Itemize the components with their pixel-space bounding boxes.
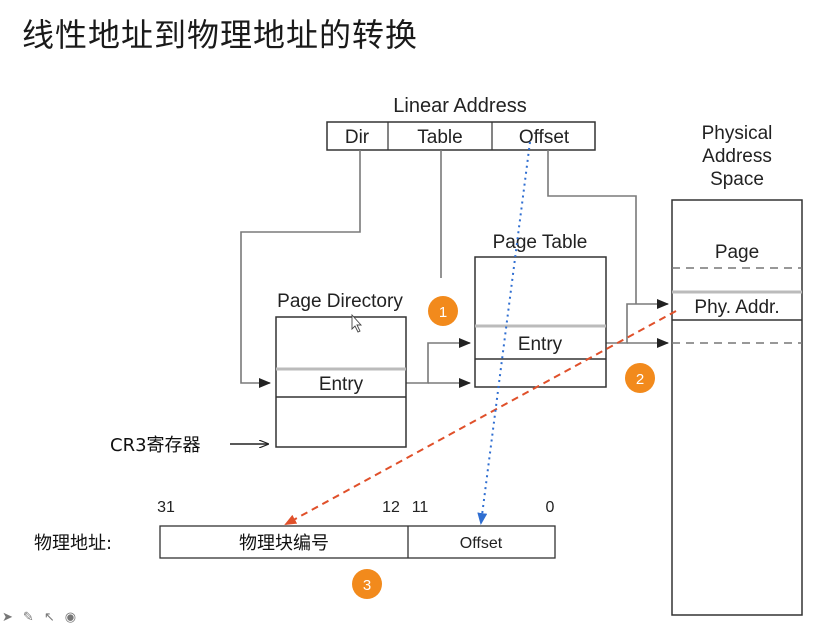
connector-lines [240,150,669,388]
svg-text:Space: Space [710,169,764,190]
step-badge-1: 1 [428,296,458,326]
bit-11: 11 [412,499,429,516]
arrow-icon[interactable]: ➤ [2,609,13,625]
page-directory-caption: Page Directory [277,291,403,312]
target-icon[interactable]: ◉ [64,609,77,625]
linear-address-caption: Linear Address [393,95,526,117]
physical-address-space-box: Page Phy. Addr. [671,199,803,616]
frame-number-arrow [284,310,677,525]
linear-address-box: Dir Table Offset [326,121,596,151]
bit-0: 0 [546,499,555,516]
field-table: Table [417,127,462,148]
step-badge-2: 2 [625,363,655,393]
page-table-caption: Page Table [493,232,588,253]
pointer-icon[interactable]: ↖ [43,609,55,625]
pen-icon[interactable]: ✎ [22,609,34,625]
offset-arrow [477,141,531,525]
phy-addr-label: Phy. Addr. [694,297,779,318]
field-offset: Offset [519,127,570,148]
physical-address-label: 物理地址: [34,533,112,554]
svg-text:1: 1 [439,304,447,321]
offset-field: Offset [460,535,503,552]
svg-text:Address: Address [702,146,772,167]
frame-number-field: 物理块编号 [239,533,329,554]
page-title: 线性地址到物理地址的转换 [22,16,419,54]
slideshow-toolbar: ➤ ✎ ↖ ◉ [2,607,76,627]
step-badge-3: 3 [352,569,382,599]
page-directory-entry: Entry [319,374,364,395]
bit-12: 12 [382,499,400,516]
bit-labels: 31 12 11 0 [157,499,554,516]
field-dir: Dir [345,127,370,148]
svg-text:Physical: Physical [702,123,773,144]
cr3-register-label: CR3寄存器 [110,435,201,456]
page-table-entry: Entry [518,334,563,355]
svg-text:3: 3 [363,577,371,594]
physical-page-label: Page [715,242,759,263]
page-table-box: Entry [474,256,607,388]
physical-address-box: 物理块编号 Offset [159,525,556,559]
bit-31: 31 [157,499,175,516]
svg-text:2: 2 [636,371,644,388]
physical-space-caption: Physical Address Space [702,123,773,190]
page-directory-box: Entry [275,316,407,448]
mouse-cursor-icon [351,313,363,333]
